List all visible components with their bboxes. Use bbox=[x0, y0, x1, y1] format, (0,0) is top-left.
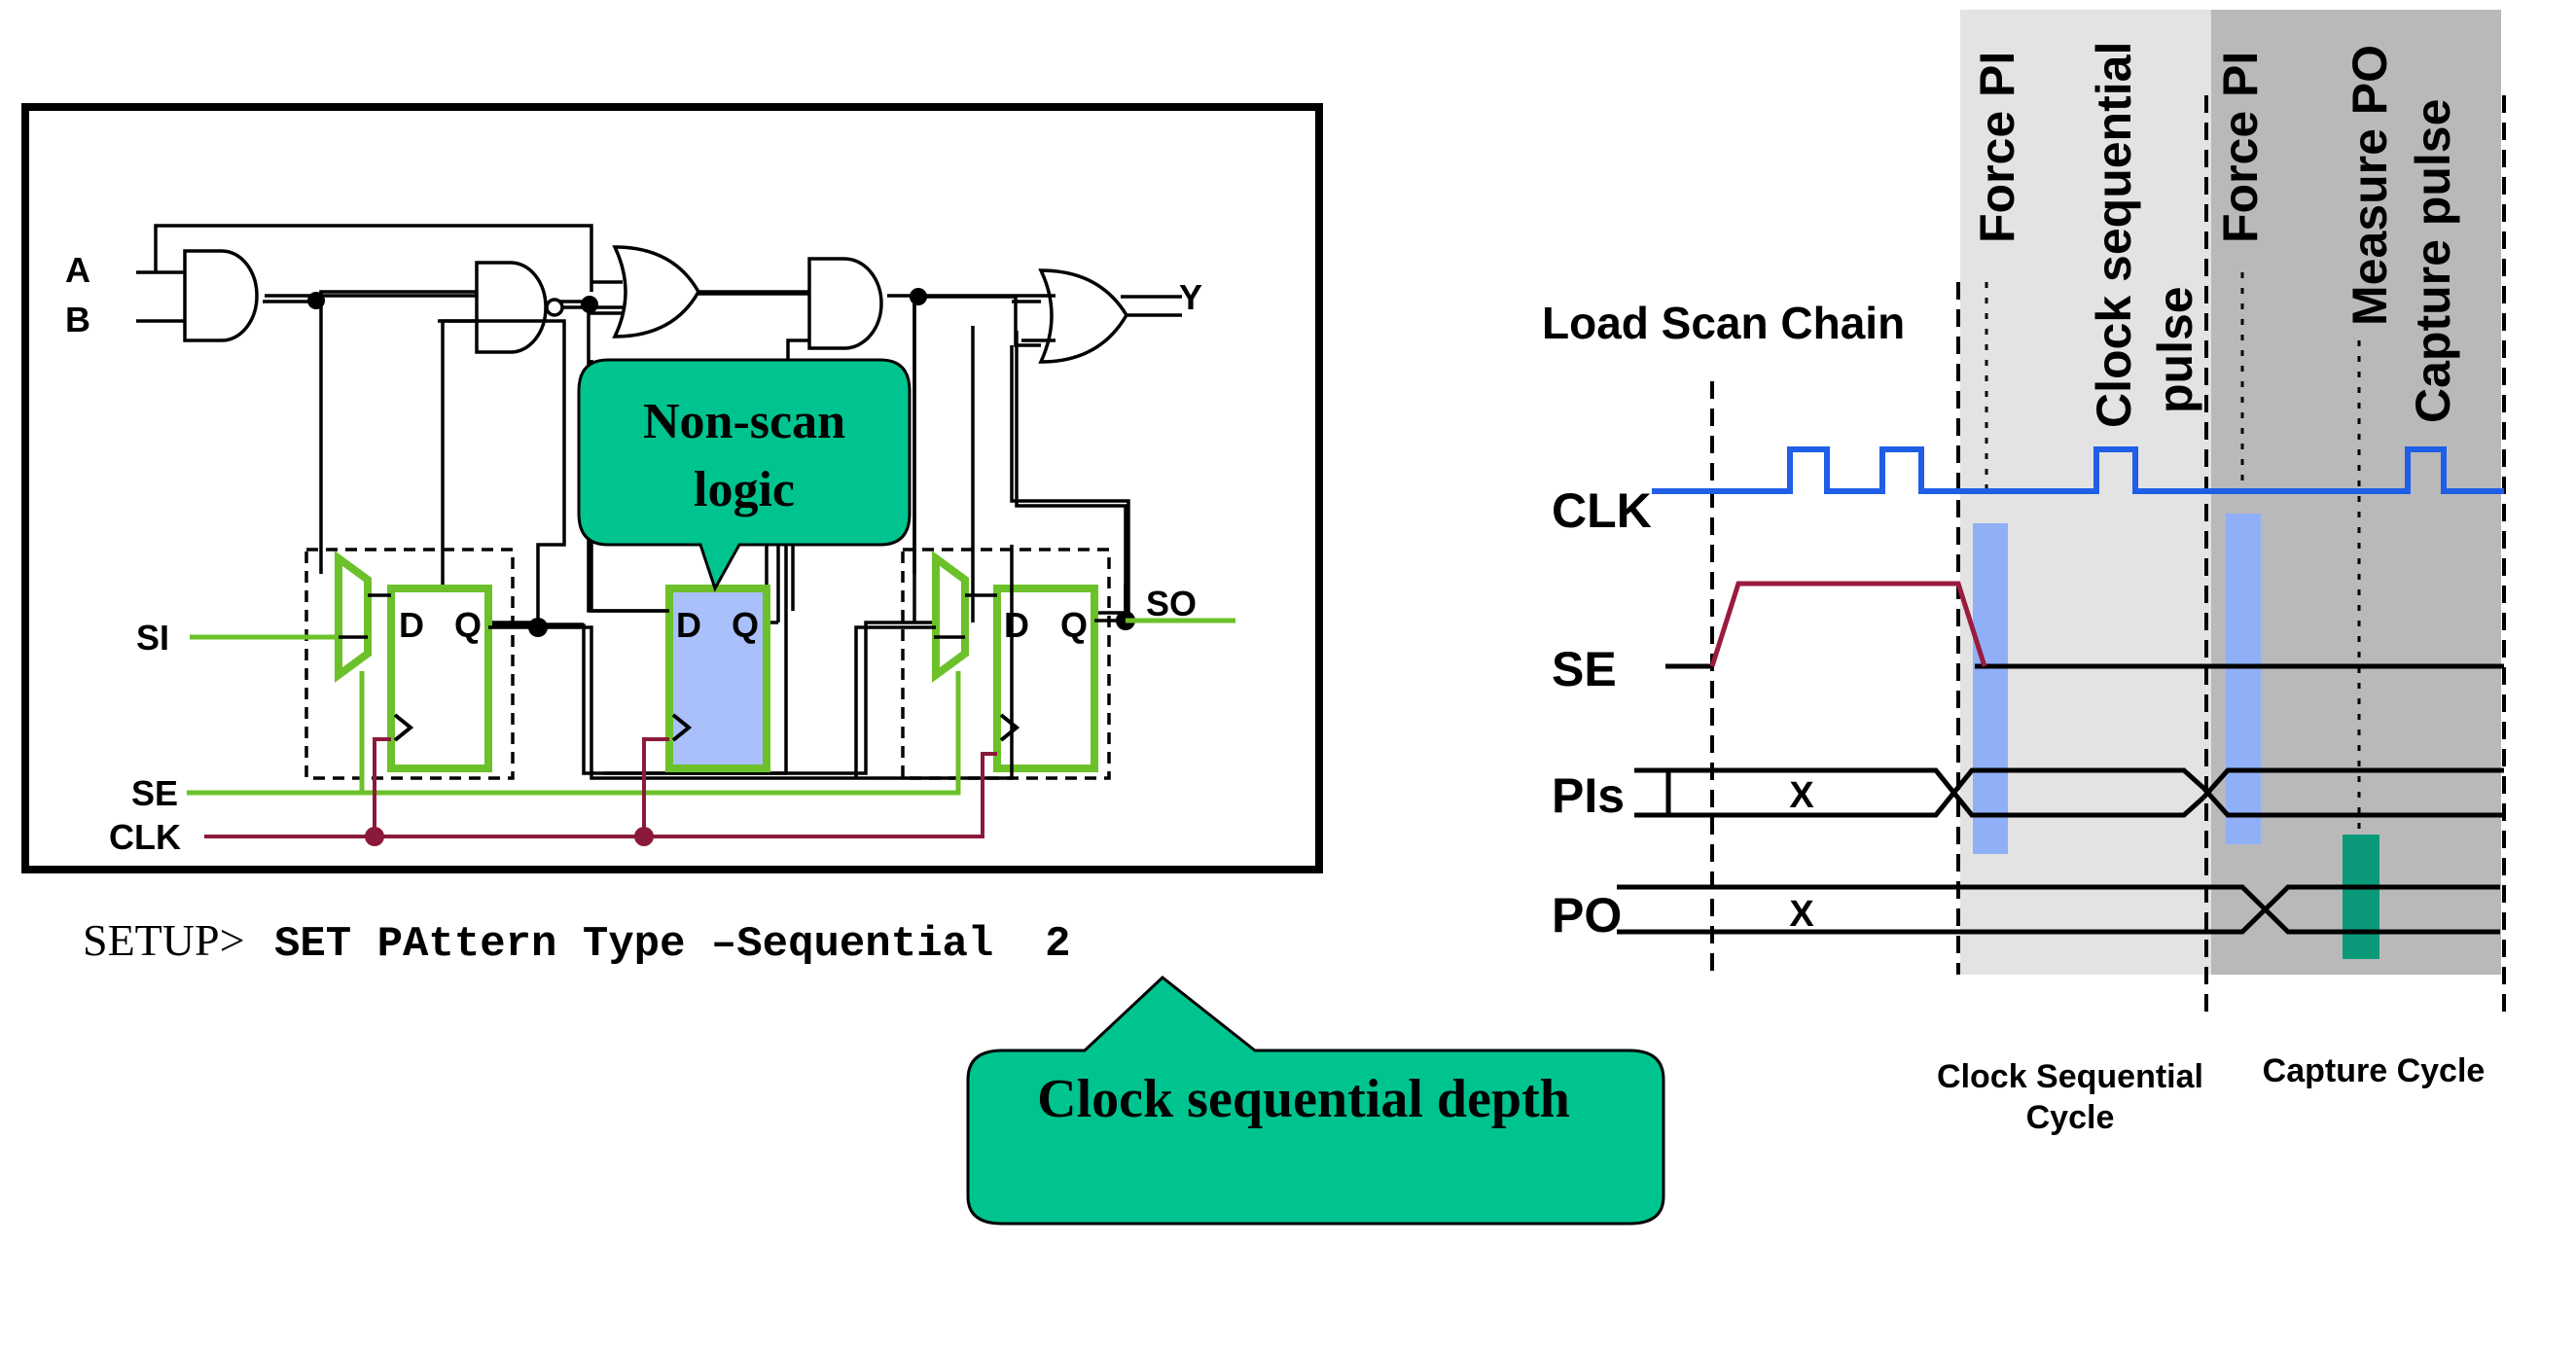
command-prompt: SETUP> bbox=[83, 915, 245, 965]
non-scan-callout-line1: Non-scan bbox=[643, 394, 845, 449]
measure-po-bar bbox=[2343, 835, 2379, 959]
nand-bubble bbox=[545, 298, 564, 317]
input-b-label: B bbox=[65, 300, 90, 339]
capture-pulse-label: Capture pulse bbox=[2406, 99, 2460, 423]
clock-seq-cycle-line2: Cycle bbox=[2026, 1099, 2115, 1136]
logic-gates bbox=[183, 245, 1129, 364]
scan-enable-label: SE bbox=[131, 773, 178, 813]
scan-out-label: SO bbox=[1146, 584, 1197, 623]
force-pi-bar-1 bbox=[1973, 523, 2008, 854]
clock-seq-cycle-line1: Clock Sequential bbox=[1937, 1058, 2203, 1095]
event-markers bbox=[1985, 272, 2361, 832]
po-unknown-label: X bbox=[1789, 894, 1814, 935]
ff1-d-label: D bbox=[399, 605, 424, 645]
se-waveform-active bbox=[1709, 581, 1987, 667]
signal-po-label: PO bbox=[1552, 888, 1622, 943]
scan-mux-1 bbox=[335, 551, 372, 683]
command-text: SET PAttern Type –Sequential 2 bbox=[274, 920, 1071, 969]
ff2-d-label: D bbox=[676, 605, 701, 645]
and-gate-1 bbox=[183, 249, 259, 342]
measure-po-label: Measure PO bbox=[2343, 45, 2397, 326]
phase-boundaries bbox=[1710, 95, 2506, 1012]
ff-pin-labels: D Q D Q D Q bbox=[399, 605, 1088, 645]
scan-cell-2-box bbox=[901, 548, 1111, 780]
signal-labels: CLK SE PIs PO bbox=[1552, 483, 1652, 943]
output-y-label: Y bbox=[1179, 277, 1202, 317]
signal-clk-label: CLK bbox=[1552, 483, 1652, 538]
non-scan-callout-line2: logic bbox=[694, 462, 795, 517]
ff1-q-label: Q bbox=[454, 605, 482, 645]
non-scan-callout bbox=[577, 358, 912, 592]
force-pi-2-label: Force PI bbox=[2213, 52, 2268, 243]
port-labels: A B Y SI SO SE CLK bbox=[65, 250, 1202, 857]
timing-diagram: X X CLK SE PIs PO Load Scan Chain Force … bbox=[1542, 10, 2506, 1136]
clock-seq-pulse-line1: Clock sequential bbox=[2087, 42, 2141, 428]
signal-se-label: SE bbox=[1552, 642, 1617, 696]
clock-net bbox=[204, 737, 997, 838]
scan-cell-1-box bbox=[304, 548, 515, 780]
circuit-diagram: D Q D Q D Q bbox=[21, 103, 1323, 873]
pis-unknown-label: X bbox=[1789, 775, 1814, 816]
event-labels: Force PI Clock sequential pulse Force PI… bbox=[1970, 42, 2460, 428]
scan-in-label: SI bbox=[136, 618, 169, 658]
nand-gate bbox=[475, 261, 548, 354]
depth-callout-label: Clock sequential depth bbox=[1037, 1069, 1570, 1129]
scan-ff-1 bbox=[387, 585, 492, 772]
clk-waveform bbox=[1652, 446, 2504, 494]
clock-junctions bbox=[365, 827, 654, 846]
clock-seq-pulse-line2: pulse bbox=[2148, 286, 2202, 413]
gate-wiring bbox=[265, 280, 1182, 342]
force-pi-1-label: Force PI bbox=[1970, 52, 2024, 243]
and-gate-2 bbox=[807, 257, 883, 350]
circuit-frame bbox=[21, 103, 1323, 873]
signal-pis-label: PIs bbox=[1552, 768, 1625, 823]
load-scan-chain-label: Load Scan Chain bbox=[1542, 298, 1905, 348]
ff2-q-label: Q bbox=[732, 605, 759, 645]
cycle-labels: Clock Sequential Cycle Capture Cycle bbox=[1937, 1052, 2485, 1136]
scan-mux-2 bbox=[932, 551, 969, 683]
force-pi-bar-2 bbox=[2226, 514, 2261, 844]
depth-callout bbox=[966, 976, 1665, 1226]
input-a-label: A bbox=[65, 250, 90, 290]
ff3-d-label: D bbox=[1004, 605, 1029, 645]
or-gate-1 bbox=[612, 245, 701, 338]
ff-wires bbox=[321, 319, 1127, 780]
ff3-q-label: Q bbox=[1060, 605, 1088, 645]
scan-path bbox=[187, 618, 1235, 796]
non-scan-ff bbox=[665, 585, 770, 772]
clock-label: CLK bbox=[109, 817, 181, 857]
pis-waveform bbox=[1634, 767, 2504, 818]
po-waveform bbox=[1617, 884, 2500, 935]
capture-cycle-label: Capture Cycle bbox=[2263, 1052, 2486, 1089]
ff-clock-triangles bbox=[393, 713, 1020, 742]
or-gate-2 bbox=[1038, 268, 1129, 364]
